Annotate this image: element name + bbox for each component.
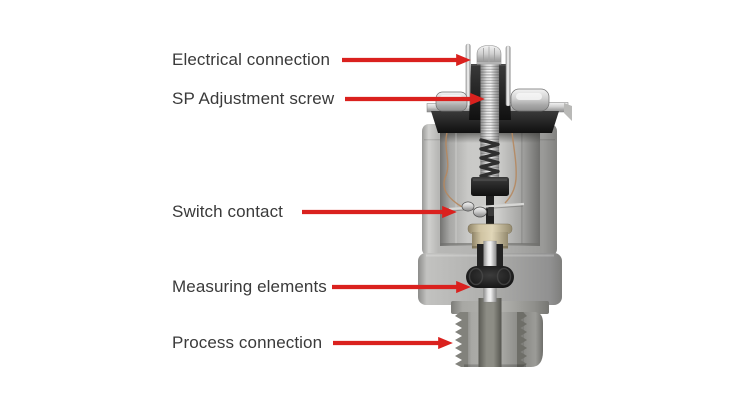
pressure-switch-device [418,43,572,367]
bore-channel [478,298,502,367]
screw-terminals [435,88,550,112]
internal-wires [443,131,517,208]
label-sp-adjustment-screw: SP Adjustment screw [172,89,335,108]
switch-contact [448,201,525,218]
callout-arrows [302,53,485,350]
label-measuring-elements: Measuring elements [172,277,327,296]
label-process-connection: Process connection [172,333,323,352]
range-spring [479,138,500,183]
label-electrical-connection: Electrical connection [172,50,331,69]
spring-seat [471,177,509,244]
measuring-elements [466,240,514,303]
label-switch-contact: Switch contact [172,202,284,221]
